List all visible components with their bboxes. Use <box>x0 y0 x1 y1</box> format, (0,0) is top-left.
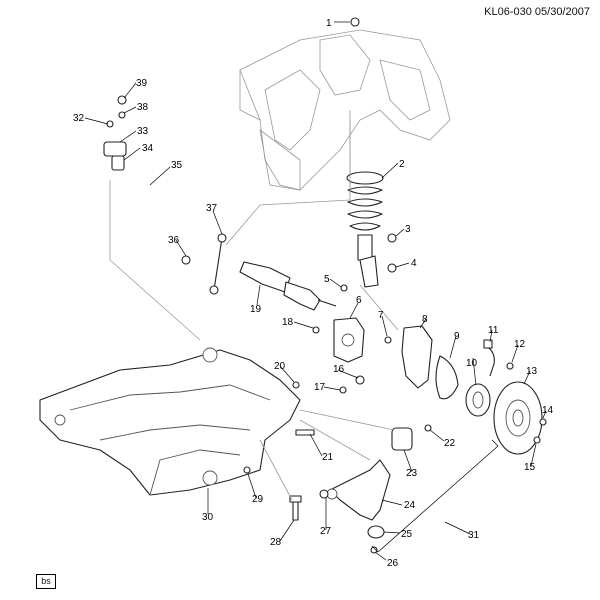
callout-2: 2 <box>399 159 405 170</box>
brake-caliper <box>333 317 365 363</box>
callout-39: 39 <box>136 78 148 89</box>
callout-27: 27 <box>320 526 332 537</box>
ball-joint <box>367 525 385 539</box>
callout-labels: 1 2 3 4 5 6 7 8 9 10 11 12 13 14 15 16 1… <box>73 18 554 569</box>
callout-13: 13 <box>526 366 538 377</box>
callout-22: 22 <box>444 438 456 449</box>
callout-34: 34 <box>142 143 154 154</box>
leader-lines <box>84 21 547 561</box>
strut-assembly <box>346 171 384 288</box>
stabilizer-bar <box>43 141 211 257</box>
callout-28: 28 <box>270 537 282 548</box>
callout-26: 26 <box>387 558 399 569</box>
callout-3: 3 <box>405 224 411 235</box>
bolt-21 <box>295 429 315 436</box>
callout-15: 15 <box>524 462 536 473</box>
control-arm-bushing <box>391 427 413 451</box>
callout-19: 19 <box>250 304 262 315</box>
callout-6: 6 <box>356 295 362 306</box>
callout-18: 18 <box>282 317 294 328</box>
callout-24: 24 <box>404 500 416 511</box>
bolt-28 <box>289 495 302 521</box>
callout-29: 29 <box>252 494 264 505</box>
callout-10: 10 <box>466 358 478 369</box>
lower-control-arm <box>326 459 391 521</box>
assembly-lines <box>109 120 399 501</box>
callout-11: 11 <box>488 325 499 336</box>
callout-12: 12 <box>514 339 526 350</box>
brake-rotor <box>493 381 543 455</box>
callout-30: 30 <box>202 512 214 523</box>
group-31-bracket <box>377 445 499 553</box>
drive-axle <box>239 261 337 311</box>
callout-7: 7 <box>378 310 384 321</box>
figure-id-date: KL06-030 05/30/2007 <box>484 6 590 18</box>
corner-tag: bs <box>36 574 56 589</box>
callout-31: 31 <box>468 530 480 541</box>
callout-36: 36 <box>168 235 180 246</box>
stabilizer-link <box>209 233 227 295</box>
callout-8: 8 <box>422 314 428 325</box>
steering-knuckle <box>401 325 433 389</box>
callout-37: 37 <box>206 203 218 214</box>
body-structure <box>239 29 451 195</box>
callout-5: 5 <box>324 274 330 285</box>
callout-33: 33 <box>137 126 149 137</box>
wheel-speed-sensor <box>483 339 495 377</box>
callout-1: 1 <box>326 18 332 29</box>
fasteners <box>106 17 547 554</box>
callout-9: 9 <box>454 331 460 342</box>
callout-17: 17 <box>314 382 326 393</box>
callout-35: 35 <box>171 160 183 171</box>
callout-32: 32 <box>73 113 85 124</box>
callout-4: 4 <box>411 258 417 269</box>
engine-cradle <box>39 347 301 496</box>
callout-38: 38 <box>137 102 149 113</box>
callout-21: 21 <box>322 452 334 463</box>
callout-25: 25 <box>401 529 413 540</box>
splash-shield <box>435 355 459 400</box>
callout-14: 14 <box>542 405 554 416</box>
callout-16: 16 <box>333 364 345 375</box>
callout-20: 20 <box>274 361 286 372</box>
callout-23: 23 <box>406 468 418 479</box>
wheel-hub <box>465 383 491 417</box>
